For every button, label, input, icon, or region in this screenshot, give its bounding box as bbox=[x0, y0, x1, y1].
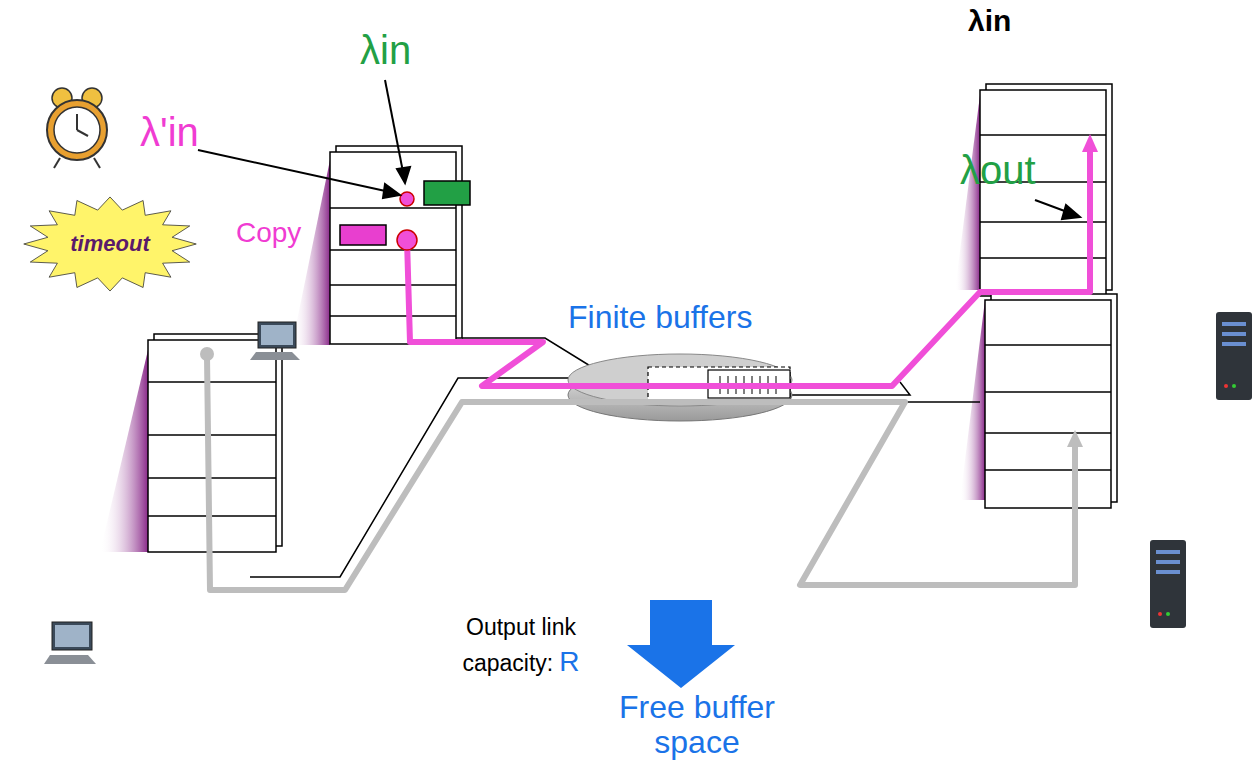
rate-label: λin bbox=[360, 28, 411, 72]
buffer-label: Free buffer space bbox=[612, 690, 782, 760]
computer-icon bbox=[250, 322, 300, 360]
flow-path bbox=[207, 356, 1075, 590]
packet bbox=[424, 181, 470, 205]
protocol-stack bbox=[985, 294, 1117, 508]
capacity-group: Output link capacity:R bbox=[455, 612, 587, 681]
leader-line bbox=[198, 80, 1080, 219]
buffer-label: Finite buffers bbox=[568, 300, 752, 335]
alarm-clock-icon bbox=[47, 88, 107, 168]
stack-shadow bbox=[960, 300, 985, 500]
rate-label: λin bbox=[968, 4, 1011, 37]
server-icon bbox=[1150, 540, 1186, 628]
server-icon bbox=[1216, 312, 1252, 400]
stack-shadow bbox=[292, 160, 330, 345]
packet-dot bbox=[397, 230, 417, 250]
rate-label: λout bbox=[960, 148, 1036, 192]
protocol-stack bbox=[148, 334, 282, 552]
arrow-head bbox=[1067, 430, 1083, 447]
flow-start bbox=[200, 347, 214, 361]
packet-dot bbox=[400, 192, 414, 206]
note-label: Copy bbox=[236, 218, 301, 249]
protocol-stack bbox=[330, 146, 462, 344]
stack-shadow bbox=[955, 95, 980, 290]
arrow-head bbox=[1082, 134, 1098, 152]
capacity-label: Output link capacity: bbox=[463, 614, 576, 676]
packet bbox=[340, 225, 386, 245]
computer-icon bbox=[44, 622, 96, 664]
capacity-value: R bbox=[559, 646, 579, 677]
timeout-burst: timeout bbox=[22, 196, 198, 292]
rate-label: λ'in bbox=[140, 110, 199, 154]
stack-shadow bbox=[100, 350, 148, 552]
burst-text: timeout bbox=[70, 231, 149, 257]
down-arrow bbox=[627, 600, 735, 688]
